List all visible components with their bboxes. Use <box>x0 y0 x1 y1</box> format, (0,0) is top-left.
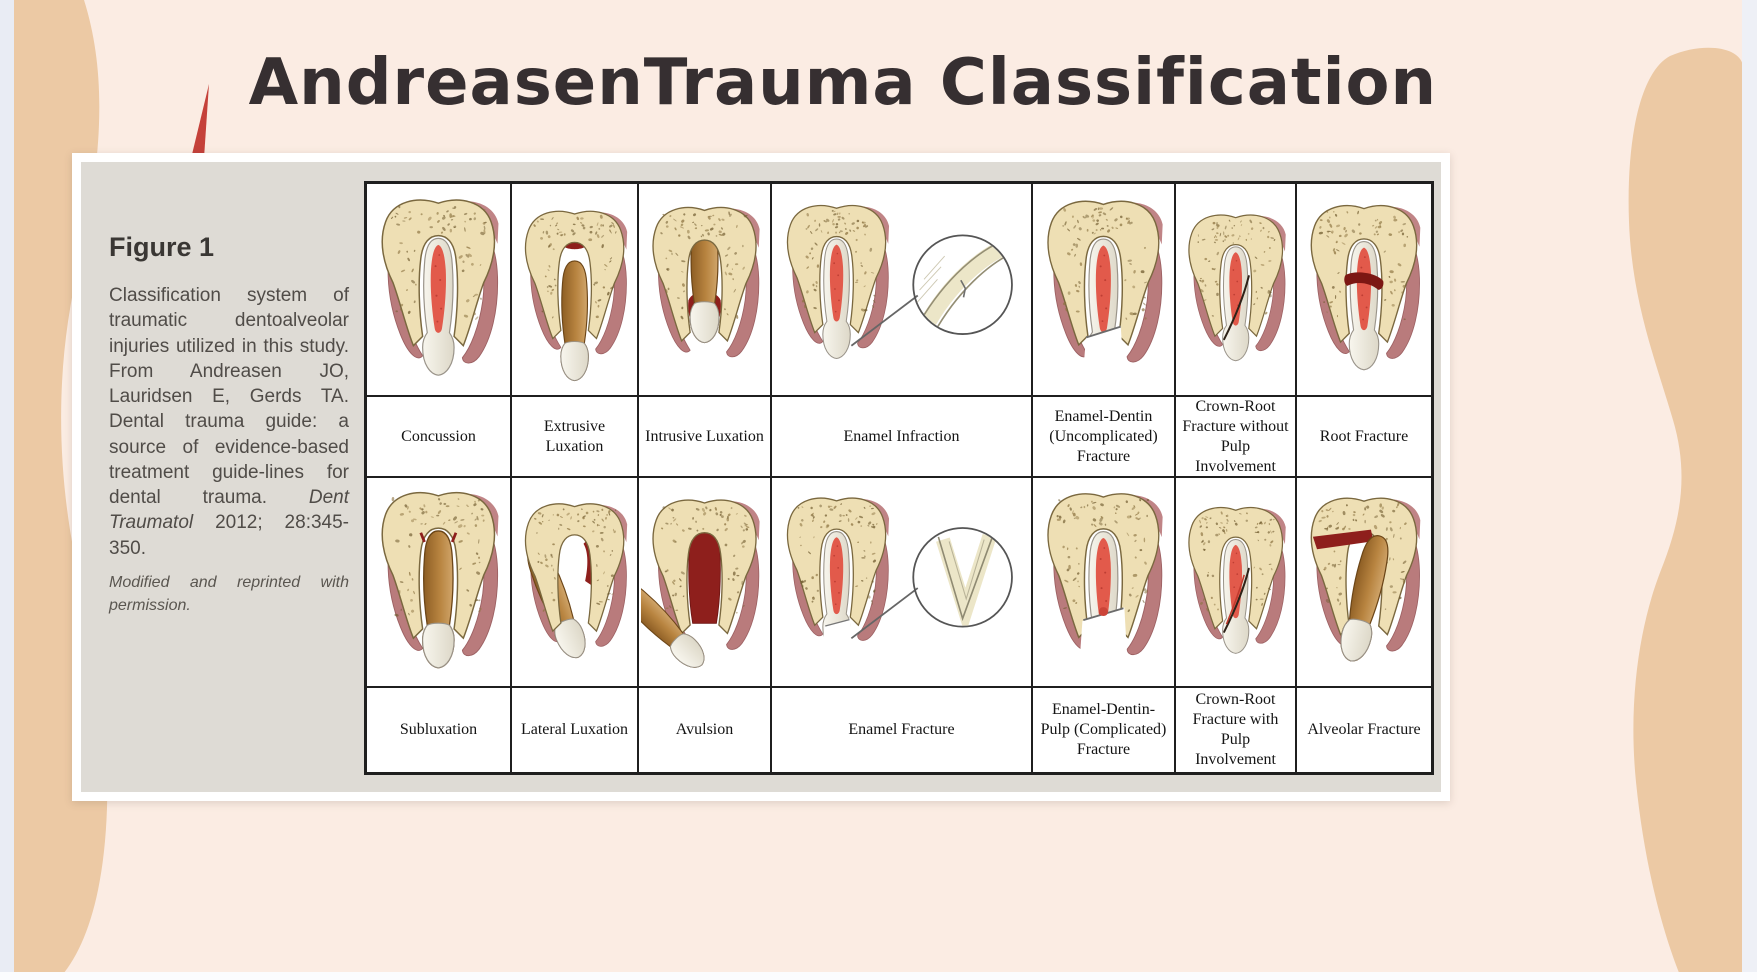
classification-table: Concussion Extrusive Luxation Intrusive … <box>364 181 1434 775</box>
illustration-avulsion <box>638 477 771 687</box>
illustration-lateral-luxation <box>511 477 638 687</box>
figure-heading: Figure 1 <box>109 232 215 262</box>
illustration-enamel-dentin-fracture <box>1032 183 1175 396</box>
illustration-subluxation <box>366 477 511 687</box>
illustration-intrusive-luxation <box>638 183 771 396</box>
figure-caption: Figure 1 Classification system of trauma… <box>109 232 349 617</box>
tooth-diagram <box>786 205 1013 360</box>
tooth-diagram <box>786 497 1013 657</box>
illustration-enamel-infraction <box>771 183 1032 396</box>
tooth-diagram <box>1310 497 1421 662</box>
label-enamel-fracture: Enamel Fracture <box>771 687 1032 773</box>
tooth-diagram <box>652 207 760 358</box>
tooth-diagram <box>381 199 499 377</box>
label-alveolar-fracture: Alveolar Fracture <box>1296 687 1432 773</box>
label-enamel-dentin-fracture: Enamel-Dentin (Uncomplicated) Fracture <box>1032 396 1175 477</box>
illustration-root-fracture <box>1296 183 1432 396</box>
right-edge-strip <box>1742 0 1757 980</box>
label-intrusive-luxation: Intrusive Luxation <box>638 396 771 477</box>
illustration-crown-root-fracture-without-pulp <box>1175 183 1296 396</box>
figure-panel-inner: Figure 1 Classification system of trauma… <box>81 162 1441 792</box>
illustration-alveolar-fracture <box>1296 477 1432 687</box>
label-concussion: Concussion <box>366 396 511 477</box>
decorative-blob-right <box>1628 47 1743 980</box>
bottom-edge-strip <box>0 972 1757 980</box>
label-root-fracture: Root Fracture <box>1296 396 1432 477</box>
label-extrusive-luxation: Extrusive Luxation <box>511 396 638 477</box>
illustration-concussion <box>366 183 511 396</box>
tooth-diagram <box>640 499 760 668</box>
figure-caption-note: Modified and reprinted with permission. <box>109 573 349 615</box>
tooth-diagram <box>524 503 628 659</box>
label-lateral-luxation: Lateral Luxation <box>511 687 638 773</box>
caption-main: Classification system of traumatic dento… <box>109 285 349 509</box>
label-crown-root-fracture-without-pulp: Crown-Root Fracture without Pulp Involve… <box>1175 396 1296 477</box>
label-subluxation: Subluxation <box>366 687 511 773</box>
tooth-diagram <box>1188 507 1286 655</box>
illustration-extrusive-luxation <box>511 183 638 396</box>
tooth-diagram <box>1188 214 1286 362</box>
tooth-diagram <box>1047 493 1163 674</box>
figure-panel: Figure 1 Classification system of trauma… <box>72 153 1450 801</box>
label-enamel-infraction: Enamel Infraction <box>771 396 1032 477</box>
tooth-diagram <box>1047 201 1163 381</box>
caption-journal: Dent Traumatol <box>109 487 349 534</box>
illustration-crown-root-fracture-with-pulp <box>1175 477 1296 687</box>
tooth-diagram <box>524 210 628 382</box>
caption-citation: 2012; 28:345-350. <box>109 512 349 559</box>
figure-caption-text: Classification system of traumatic dento… <box>109 283 349 561</box>
label-avulsion: Avulsion <box>638 687 771 773</box>
illustration-enamel-fracture <box>771 477 1032 687</box>
tooth-diagram <box>381 492 499 669</box>
label-crown-root-fracture-with-pulp: Crown-Root Fracture with Pulp Involvemen… <box>1175 687 1296 773</box>
left-edge-strip <box>0 0 14 980</box>
tooth-diagram <box>1310 205 1421 371</box>
illustration-enamel-dentin-pulp-fracture <box>1032 477 1175 687</box>
label-enamel-dentin-pulp-fracture: Enamel-Dentin-Pulp (Complicated) Fractur… <box>1032 687 1175 773</box>
page-title: AndreasenTrauma Classification <box>248 46 1438 120</box>
